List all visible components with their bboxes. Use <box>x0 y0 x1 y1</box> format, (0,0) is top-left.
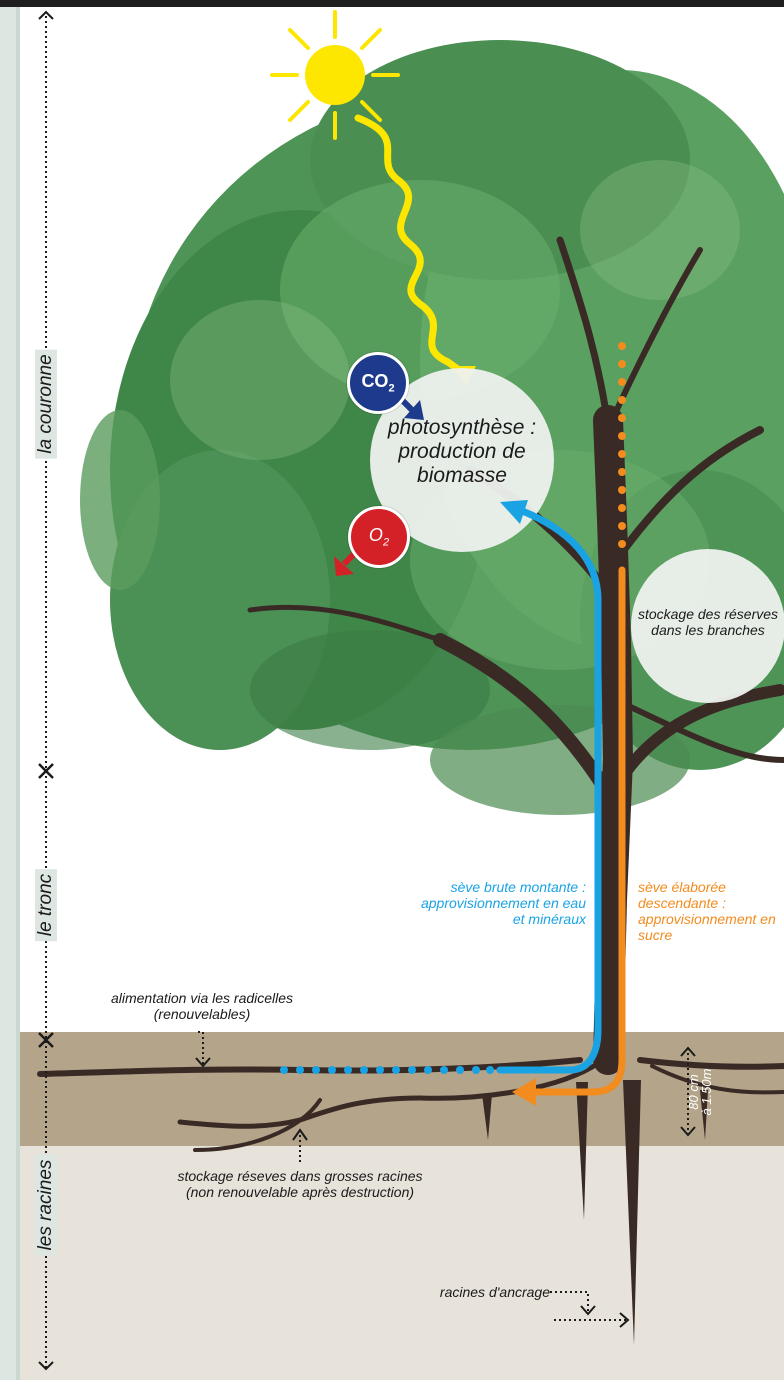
anchor-roots-label: racines d'ancrage <box>439 1284 550 1300</box>
scale-label-roots: les racines <box>35 1154 57 1256</box>
o2-subscript: 2 <box>382 536 390 549</box>
o2-symbol: O <box>368 525 383 546</box>
elaborated-sap-dots <box>618 342 626 548</box>
co2-badge: CO2 <box>347 352 409 414</box>
raw-sap-arrowhead <box>500 500 528 524</box>
sun-icon <box>270 10 400 140</box>
scale-band <box>0 7 16 1380</box>
storage-bubble <box>631 549 784 703</box>
soil-subsoil <box>20 1146 784 1380</box>
rootlets-label-line1: alimentation via les radicelles <box>110 990 294 1006</box>
soil-topsoil <box>20 1032 784 1146</box>
o2-badge: O2 <box>348 506 410 568</box>
elaborated-sap-path <box>532 566 626 1096</box>
big-roots-label-line2: (non renouvelable après destruction) <box>185 1184 415 1201</box>
rootlets-label: alimentation via les radicelles (renouve… <box>82 990 322 1022</box>
pointer-lines <box>198 1031 689 1321</box>
photosynthesis-label: photosynthèse : production de biomasse <box>387 416 537 488</box>
scale-label-trunk: le tronc <box>35 868 57 942</box>
storage-branches-label: stockage des réserves dans les branches <box>637 606 779 639</box>
raw-sap-rootlets-dots <box>280 1066 494 1074</box>
scale-label-crown: la couronne <box>35 349 57 459</box>
pointer-arrowheads <box>195 1046 696 1328</box>
anchor-roots <box>482 1080 708 1345</box>
height-scale <box>38 10 54 1371</box>
depth-label-line2: à 1.50m <box>699 1068 714 1116</box>
elaborated-sap-arrowhead <box>512 1078 536 1106</box>
co2-subscript: 2 <box>388 382 395 395</box>
co2-symbol: CO <box>361 371 389 392</box>
raw-sap-path <box>496 506 602 1074</box>
top-bar <box>0 0 784 7</box>
depth-label: 80 cm à 1.50m <box>686 1068 714 1116</box>
rootlets-label-line2: (renouvelables) <box>153 1006 251 1023</box>
big-roots-label-line1: stockage réseves dans grosses racines <box>177 1168 423 1184</box>
raw-sap-label: sève brute montante : approvisionnement … <box>420 879 586 928</box>
elaborated-sap-label: sève élaborée descendante : approvisionn… <box>638 879 776 944</box>
big-roots-label: stockage réseves dans grosses racines (n… <box>150 1168 450 1200</box>
sunlight-ray <box>354 114 466 376</box>
